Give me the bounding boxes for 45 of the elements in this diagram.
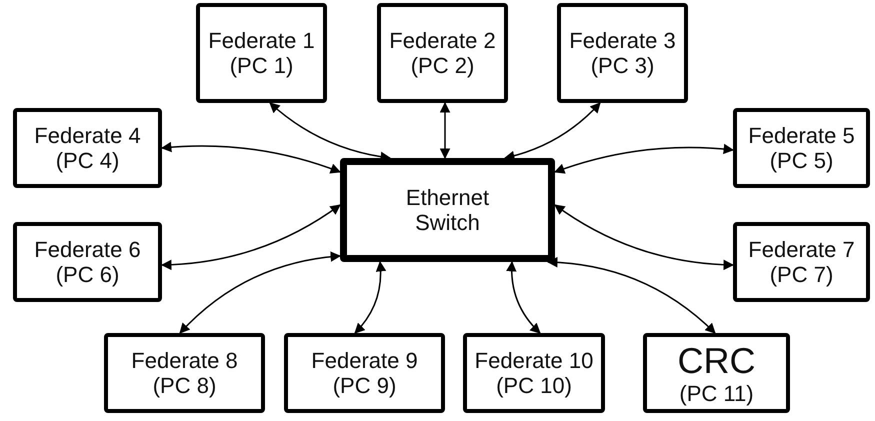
- computer-box: [463, 333, 605, 413]
- double-arrow: [160, 142, 341, 174]
- node-subtitle: (PC 1): [230, 53, 294, 78]
- double-arrow: [179, 252, 342, 334]
- computer-box: [377, 3, 508, 103]
- computer-box: [557, 3, 688, 103]
- node-subtitle: (PC 4): [56, 148, 120, 174]
- node-title: Federate 4: [34, 122, 141, 148]
- switch-box: [340, 158, 555, 262]
- node-subtitle: (PC 3): [590, 53, 654, 78]
- node-title: Federate 2: [389, 28, 496, 53]
- computer-box: [643, 333, 790, 413]
- node-subtitle: (PC 7): [770, 262, 834, 288]
- node-title: CRC: [678, 340, 756, 382]
- node-subtitle: (PC 9): [332, 373, 396, 398]
- node-title: Federate 6: [34, 236, 141, 262]
- node-subtitle: (PC 2): [410, 53, 474, 78]
- node-subtitle: (PC 11): [679, 381, 754, 406]
- double-arrow: [354, 260, 386, 334]
- node-title: Federate 3: [569, 28, 676, 53]
- node-title: Federate 8: [131, 348, 238, 373]
- node-title: Federate 10: [474, 348, 594, 373]
- node-title: Federate 1: [208, 28, 315, 53]
- double-arrow: [554, 144, 734, 174]
- node-title: Federate 7: [748, 236, 855, 262]
- node-subtitle: (PC 6): [56, 262, 120, 288]
- computer-box: [733, 108, 870, 188]
- double-arrow: [506, 260, 541, 334]
- double-arrow: [504, 102, 601, 161]
- computer-box: [196, 3, 327, 103]
- computer-box: [13, 222, 162, 302]
- computer-box: [104, 333, 265, 413]
- node-subtitle: (PC 5): [770, 148, 834, 174]
- computer-box: [13, 108, 162, 188]
- node-title: Federate 9: [311, 348, 418, 373]
- computer-box: [733, 222, 870, 302]
- double-arrow: [160, 204, 341, 270]
- double-arrow: [554, 204, 734, 270]
- double-arrow: [546, 257, 716, 334]
- node-title: Ethernet Switch: [404, 184, 490, 236]
- double-arrow: [440, 102, 450, 160]
- node-subtitle: (PC 10): [496, 373, 572, 398]
- node-title: Federate 5: [748, 122, 855, 148]
- node-subtitle: (PC 8): [152, 373, 216, 398]
- computer-box: [284, 333, 445, 413]
